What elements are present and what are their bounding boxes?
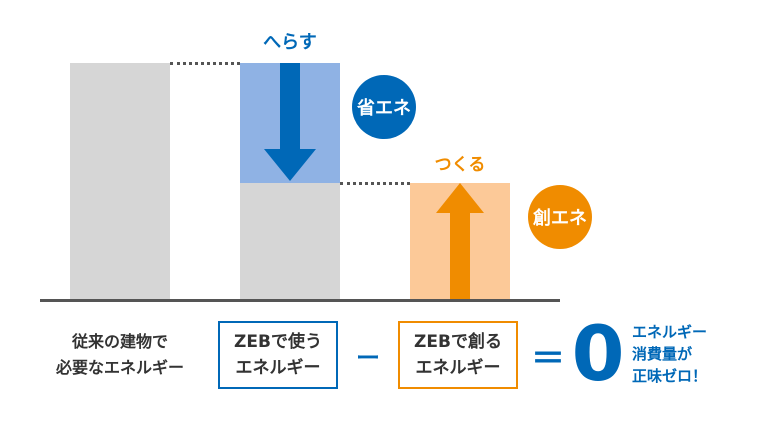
dotted-connector-middle	[340, 182, 410, 185]
equals-sign: ＝	[531, 338, 565, 379]
net-zero-caption: エネルギー 消費量が 正味ゼロ！	[632, 323, 708, 385]
minus-sign: ー	[356, 343, 380, 372]
zeb-used-energy-box: ZEBで使う エネルギー	[218, 321, 338, 389]
energy-creation-badge: 創エネ	[528, 185, 592, 249]
zeb-used-bar	[240, 183, 340, 300]
energy-saving-badge: 省エネ	[352, 75, 416, 139]
up-arrow-icon	[436, 183, 484, 300]
baseline	[40, 299, 560, 302]
create-label: つくる	[434, 155, 486, 175]
reduce-label: へらす	[263, 32, 317, 53]
conventional-bar	[70, 63, 170, 300]
zeb-created-energy-box: ZEBで創る エネルギー	[398, 321, 518, 389]
conventional-energy-caption: 従来の建物で 必要なエネルギー	[55, 332, 184, 377]
dotted-connector-top	[170, 62, 240, 65]
down-arrow-icon	[264, 63, 316, 181]
zero-value: 0	[571, 308, 625, 398]
